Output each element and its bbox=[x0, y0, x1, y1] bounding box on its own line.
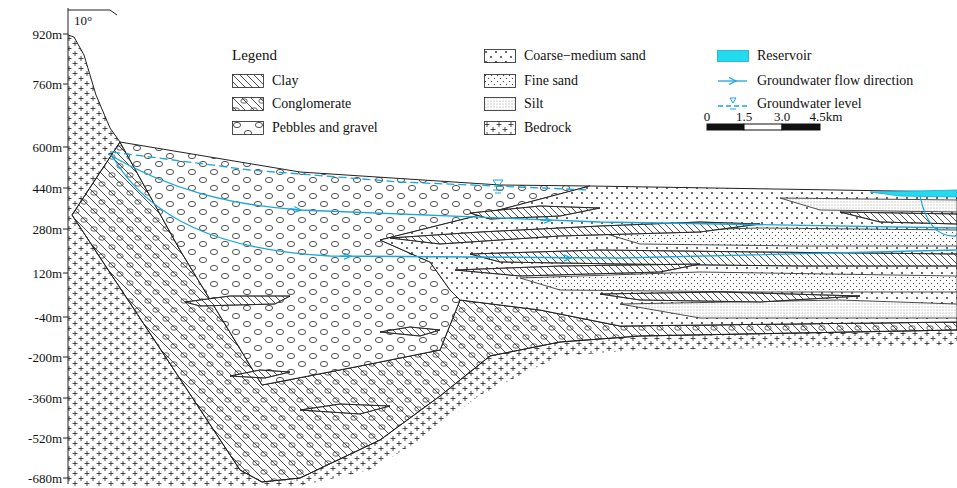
axis-label: -520m bbox=[28, 432, 62, 445]
legend-text: Groundwater level bbox=[757, 97, 862, 111]
axis-label: 760m bbox=[32, 78, 62, 91]
legend-title: Legend bbox=[232, 48, 277, 63]
legend-text: Bedrock bbox=[524, 121, 571, 135]
legend-text: Fine sand bbox=[524, 74, 578, 88]
axis-label: 600m bbox=[32, 141, 62, 154]
axis-label: 440m bbox=[32, 182, 62, 195]
scale-label: 0 bbox=[704, 110, 711, 123]
level-line-sample bbox=[717, 97, 749, 111]
legend-text: Reservoir bbox=[757, 49, 811, 63]
legend-text: Silt bbox=[524, 97, 543, 111]
pattern-swatch bbox=[484, 49, 516, 63]
pattern-swatch bbox=[484, 74, 516, 88]
axis-label: 120m bbox=[32, 267, 62, 280]
scale-label: 4.5km bbox=[810, 110, 843, 123]
pattern-swatch bbox=[232, 121, 264, 135]
pattern-swatch bbox=[484, 97, 516, 111]
legend-item: Groundwater flow direction bbox=[717, 74, 913, 88]
legend-text: Pebbles and gravel bbox=[272, 121, 378, 135]
legend-text: Groundwater flow direction bbox=[757, 74, 913, 88]
scale-label: 1.5 bbox=[736, 110, 752, 123]
legend-text: Clay bbox=[272, 74, 298, 88]
pattern-swatch bbox=[232, 74, 264, 88]
legend-item: Fine sand bbox=[484, 74, 578, 88]
legend-item: Conglomerate bbox=[232, 97, 351, 111]
legend-item: Clay bbox=[232, 74, 298, 88]
legend-item: Reservoir bbox=[717, 49, 811, 63]
legend-item: Bedrock bbox=[484, 121, 571, 135]
legend-item: Groundwater level bbox=[717, 97, 862, 111]
legend-item: Coarse−medium sand bbox=[484, 49, 646, 63]
axis-label: -40m bbox=[35, 311, 62, 324]
axis-label: 920m bbox=[32, 28, 62, 41]
color-swatch bbox=[717, 49, 749, 63]
axis-label: 280m bbox=[32, 223, 62, 236]
axis-label: -680m bbox=[28, 472, 62, 485]
legend-item: Pebbles and gravel bbox=[232, 121, 378, 135]
legend-text: Coarse−medium sand bbox=[524, 49, 646, 63]
flow-line-sample bbox=[717, 74, 749, 88]
legend-item: Silt bbox=[484, 97, 543, 111]
angle-label: 10° bbox=[74, 14, 92, 27]
scale-label: 3.0 bbox=[774, 110, 790, 123]
legend-text: Conglomerate bbox=[272, 97, 351, 111]
pattern-swatch bbox=[232, 97, 264, 111]
axis-label: -360m bbox=[28, 392, 62, 405]
axis-label: -200m bbox=[28, 351, 62, 364]
pattern-swatch bbox=[484, 121, 516, 135]
